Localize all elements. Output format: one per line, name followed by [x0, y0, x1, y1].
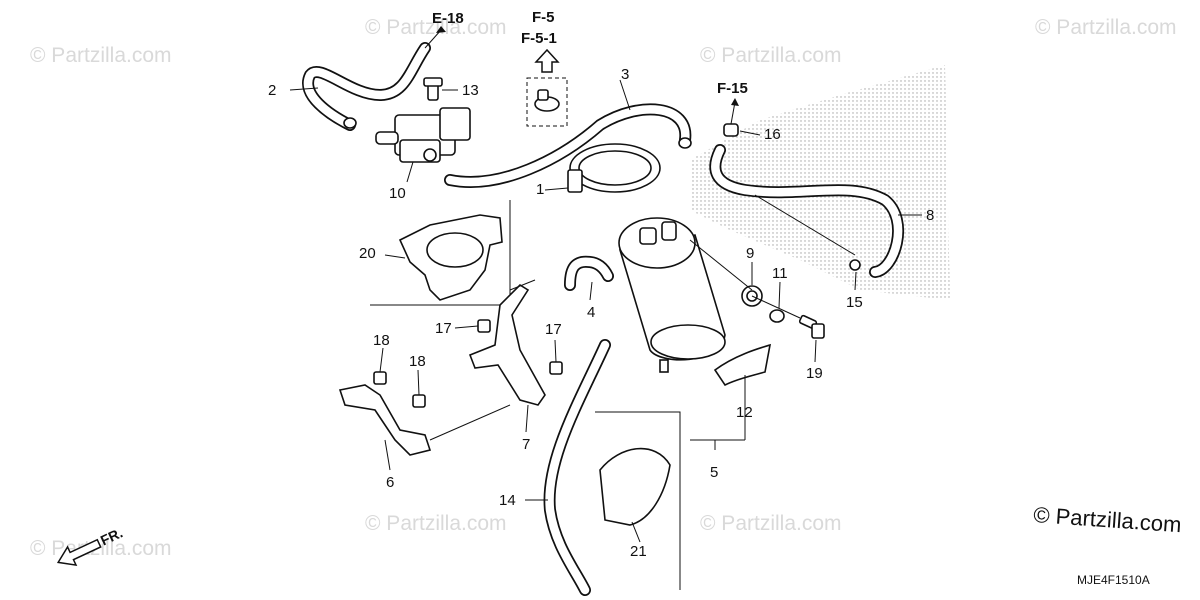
arrow-e18	[424, 26, 446, 49]
canister-5	[618, 217, 726, 373]
ref-f15: F-15	[717, 80, 748, 97]
hose-14	[543, 339, 611, 596]
watermark: © Partzilla.com	[365, 16, 507, 39]
part-label-20: 20	[359, 245, 376, 262]
clip-16	[723, 123, 739, 137]
arrow-f5	[534, 48, 560, 73]
part-label-19: 19	[806, 365, 823, 382]
clamp-1	[567, 143, 661, 193]
bracket-20	[370, 200, 511, 306]
ref-clip-f5	[526, 77, 568, 127]
valve-10	[375, 77, 471, 163]
part-label-1: 1	[536, 181, 544, 198]
watermark-group: © Partzilla.com © Partzilla.com © Partzi…	[30, 16, 1177, 560]
part-label-4: 4	[587, 304, 595, 321]
part-label-12: 12	[736, 404, 753, 421]
part-label-9: 9	[746, 245, 754, 262]
watermark: © Partzilla.com	[365, 512, 507, 535]
part-label-6: 6	[386, 474, 394, 491]
clip-15	[849, 259, 861, 271]
part-label-21: 21	[630, 543, 647, 560]
shield-12	[713, 343, 772, 387]
part-label-3: 3	[621, 66, 629, 83]
part-label-8: 8	[926, 207, 934, 224]
part-label-10: 10	[389, 185, 406, 202]
bolt-18	[373, 371, 387, 385]
part-label-11: 11	[772, 265, 788, 282]
part-label-17: 17	[545, 321, 562, 338]
part-labels: 1 2 3 4 5 6 7 8 9 10 11 12 13 14 15 16 1…	[268, 66, 934, 560]
part-label-7: 7	[522, 436, 530, 453]
part-label-14: 14	[499, 492, 516, 509]
hose-8	[709, 144, 905, 278]
bolt-18	[412, 394, 426, 408]
hose-2	[302, 42, 431, 131]
section-refs: E-18 F-5 F-5-1 F-15	[432, 9, 748, 97]
watermark: © Partzilla.com	[1035, 16, 1177, 39]
leader-lines	[289, 79, 922, 543]
part-label-13: 13	[462, 82, 479, 99]
arrow-f15	[730, 98, 739, 125]
bolt-17	[549, 361, 563, 375]
watermark: © Partzilla.com	[700, 512, 842, 535]
drawing-code: MJE4F1510A	[1077, 573, 1150, 587]
washer-11	[769, 309, 785, 323]
bracket-6	[338, 384, 432, 456]
ref-f5: F-5	[532, 9, 555, 26]
watermark: © Partzilla.com	[700, 44, 842, 67]
copyright-text: © Partzilla.com	[1033, 502, 1183, 537]
part-label-15: 15	[846, 294, 863, 311]
part-label-2: 2	[268, 82, 276, 99]
watermark: © Partzilla.com	[30, 44, 172, 67]
bolt-17	[477, 319, 491, 333]
part-label-17: 17	[435, 320, 452, 337]
ref-e18: E-18	[432, 10, 464, 27]
bolt-19	[798, 314, 825, 339]
shaded-region	[690, 65, 950, 300]
part-label-5: 5	[710, 464, 718, 481]
part-label-18: 18	[373, 332, 390, 349]
part-label-16: 16	[764, 126, 781, 143]
ref-f5-1: F-5-1	[521, 30, 557, 47]
hose-4	[564, 255, 614, 291]
hose-3	[444, 103, 692, 188]
cover-21	[595, 411, 681, 590]
part-label-18: 18	[409, 353, 426, 370]
bracket-7	[468, 283, 546, 406]
